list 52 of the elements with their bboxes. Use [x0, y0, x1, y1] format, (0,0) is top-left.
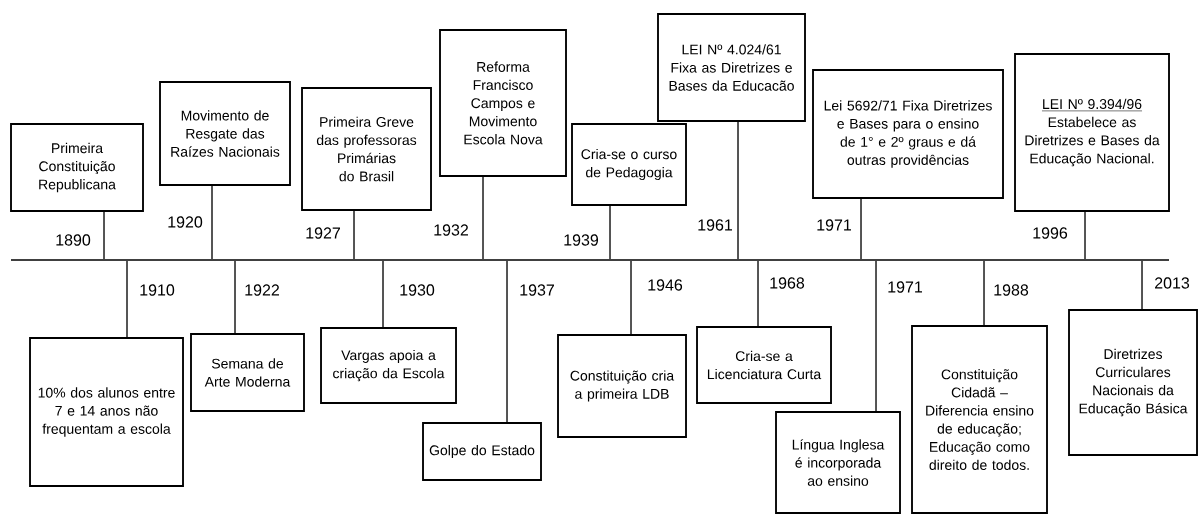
year-label: 1996 [1033, 227, 1068, 239]
year-label: 2013 [1155, 277, 1190, 289]
year-label: 1932 [434, 224, 468, 236]
connector-line [630, 260, 632, 335]
timeline-bar [11, 259, 1169, 261]
connector-line [860, 198, 862, 260]
year-label: 1927 [306, 227, 340, 239]
event-box: Golpe do Estado [422, 422, 542, 481]
connector-line [1084, 211, 1086, 260]
year-label: 1939 [564, 234, 599, 246]
connector-line [126, 260, 128, 338]
year-label: 1922 [245, 284, 279, 296]
event-box: Constituição Cidadã – Diferencia ensino de educação; Educação como direito de todos. [911, 325, 1048, 514]
event-box: 10% dos alunos entre 7 e 14 anos não frequentam a escola [29, 337, 184, 487]
connector-line [211, 185, 213, 260]
connector-line [609, 205, 611, 260]
connector-line [983, 260, 985, 326]
connector-line [103, 211, 105, 260]
connector-line [875, 260, 877, 412]
connector-line [1141, 260, 1143, 310]
event-box: LEI Nº 4.024/61 Fixa as Diretrizes e Bases da Educacão [657, 13, 806, 122]
event-box: LEI Nº 9.394/96 Estabelece as Diretrizes e Bases da Educação Nacional. [1014, 53, 1170, 212]
event-box: Primeira Greve das professoras Primárias do Brasil [301, 87, 432, 211]
event-box: Cria-se a Licenciatura Curta [696, 326, 832, 404]
connector-line [382, 260, 384, 328]
year-label: 1930 [400, 284, 435, 296]
event-box: Semana de Arte Moderna [190, 333, 305, 412]
year-label: 1961 [698, 219, 732, 231]
connector-line [482, 176, 484, 260]
connector-line [353, 210, 355, 260]
year-label: 1910 [140, 284, 175, 296]
year-label: 1968 [770, 277, 805, 289]
event-box: Língua Inglesa é incorporada ao ensino [775, 411, 901, 514]
event-box: Primeira Constituição Republicana [10, 123, 144, 212]
event-box: Vargas apoia a criação da Escola [320, 327, 457, 404]
connector-line [234, 260, 236, 334]
event-box: Diretrizes Curriculares Nacionais da Educação Básica [1068, 309, 1198, 456]
year-label: 1971 [817, 219, 851, 231]
year-label: 1920 [168, 216, 203, 228]
event-box: Movimento de Resgate das Raízes Nacionais [159, 81, 291, 186]
event-box: Constituição cria a primeira LDB [557, 334, 687, 438]
connector-line [506, 260, 508, 423]
connector-line [737, 121, 739, 260]
year-label: 1946 [648, 279, 683, 291]
event-box: Cria-se o curso de Pedagogia [571, 123, 687, 206]
year-label: 1937 [520, 284, 554, 296]
year-label: 1971 [888, 281, 922, 293]
connector-line [757, 260, 759, 327]
year-label: 1988 [994, 284, 1029, 296]
event-box: Reforma Francisco Campos e Movimento Escola Nova [439, 29, 567, 177]
event-box: Lei 5692/71 Fixa Diretrizes e Bases para o ensino de 1° e 2º graus e dá outras providências [812, 69, 1004, 199]
year-label: 1890 [56, 234, 91, 246]
